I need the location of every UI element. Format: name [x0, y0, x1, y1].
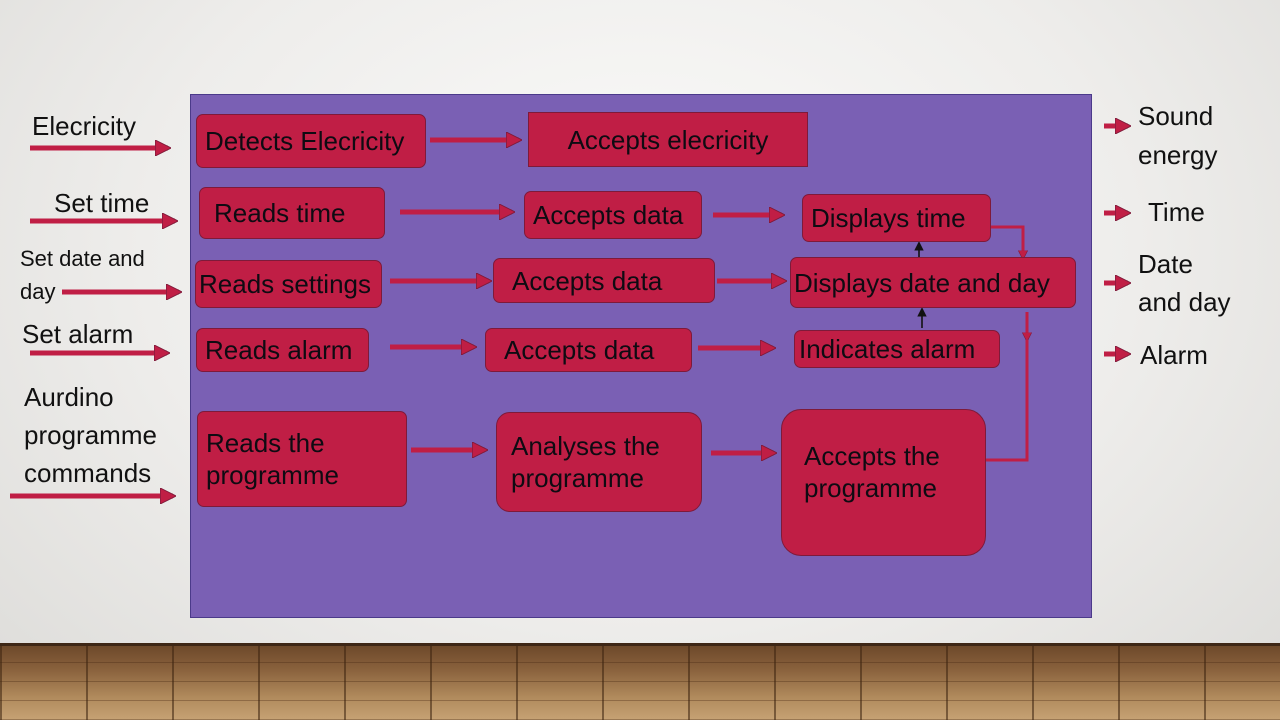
accepts-programme-text-line1: Accepts the — [804, 440, 940, 471]
reads-programme-box: Reads the programme — [197, 411, 407, 507]
output-sound-label-line1: Sound — [1138, 101, 1214, 131]
accepts-electricity-text: Accepts elecricity — [567, 124, 769, 155]
analyses-programme-box: Analyses the programme — [496, 412, 702, 512]
connector-programme-up — [985, 340, 1029, 462]
displays-time-box: Displays time — [802, 194, 991, 242]
input-set-date-label-line2: day — [20, 279, 56, 304]
detects-electricity-text: Detects Elecricity — [205, 126, 405, 156]
accepts-data-alarm-box: Accepts data — [485, 328, 692, 372]
accepts-programme-text-line2: programme — [804, 472, 937, 503]
displays-date-day-box: Displays date and day — [790, 257, 1076, 308]
displays-time-text: Displays time — [811, 203, 966, 233]
input-set-time-label: Set time — [54, 188, 150, 218]
reads-settings-text: Reads settings — [199, 269, 371, 299]
accepts-data-settings-box: Accepts data — [493, 258, 715, 303]
floor-edge — [0, 643, 1280, 646]
wooden-floor — [0, 643, 1280, 720]
reads-time-text: Reads time — [214, 198, 346, 228]
accepts-programme-box: Accepts the programme — [781, 409, 986, 556]
input-aurdino-label-line3: commands — [24, 458, 152, 488]
indicates-alarm-box: Indicates alarm — [794, 330, 1000, 368]
reads-programme-text-line2: programme — [206, 460, 339, 490]
output-date-label-line2: and day — [1138, 287, 1231, 317]
reads-settings-box: Reads settings — [195, 260, 382, 308]
output-time-label: Time — [1148, 197, 1205, 227]
reads-alarm-box: Reads alarm — [196, 328, 369, 372]
analyses-programme-text-line1: Analyses the — [511, 431, 660, 461]
indicates-alarm-text: Indicates alarm — [799, 334, 976, 364]
accepts-data-time-text: Accepts data — [533, 200, 684, 230]
reads-alarm-text: Reads alarm — [205, 335, 353, 365]
displays-date-day-text: Displays date and day — [794, 267, 1050, 298]
output-alarm-label: Alarm — [1140, 340, 1208, 370]
reads-time-box: Reads time — [199, 187, 385, 239]
analyses-programme-text-line2: programme — [511, 463, 644, 493]
input-electricity-label: Elecricity — [32, 111, 137, 141]
connector-time-side — [990, 225, 1023, 258]
accepts-data-settings-text: Accepts data — [512, 265, 663, 296]
accepts-electricity-box: Accepts elecricity — [528, 112, 808, 167]
reads-programme-text-line1: Reads the — [206, 428, 325, 458]
output-sound-label-line2: energy — [1138, 140, 1218, 170]
input-aurdino-label-line1: Aurdino — [24, 382, 114, 412]
accepts-data-time-box: Accepts data — [524, 191, 702, 239]
input-set-alarm-label: Set alarm — [22, 319, 134, 349]
accepts-data-alarm-text: Accepts data — [504, 335, 655, 365]
detects-electricity-box: Detects Elecricity — [196, 114, 426, 168]
output-date-label-line1: Date — [1138, 249, 1193, 279]
input-aurdino-label-line2: programme — [24, 420, 157, 450]
input-set-date-label-line1: Set date and — [20, 246, 145, 271]
